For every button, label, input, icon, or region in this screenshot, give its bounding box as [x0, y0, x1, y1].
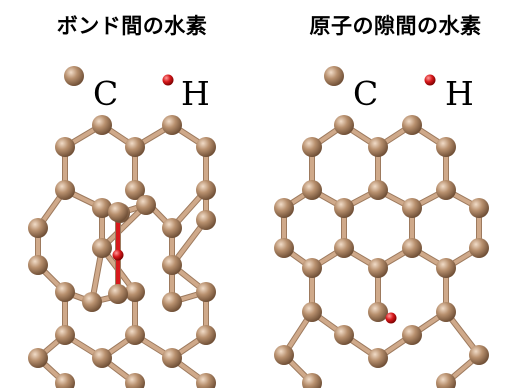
- carbon-atom: [196, 325, 216, 345]
- carbon-atom: [196, 373, 216, 388]
- panel-interstitial-hydrogen: 原子の隙間の水素 C H: [264, 0, 527, 388]
- carbon-atom: [125, 137, 145, 157]
- carbon-atom: [125, 282, 145, 302]
- carbon-atom: [368, 302, 388, 322]
- carbon-atom: [436, 137, 456, 157]
- panel-title: 原子の隙間の水素: [309, 14, 482, 38]
- carbon-atom: [469, 345, 489, 365]
- carbon-atom: [92, 238, 112, 258]
- carbon-atom: [162, 115, 182, 135]
- carbon-atom: [302, 258, 322, 278]
- carbon-atom: [125, 373, 145, 388]
- carbon-atom: [108, 202, 128, 222]
- carbon-lattice-diagram: [28, 66, 216, 388]
- carbon-atom: [196, 180, 216, 200]
- carbon-atom: [368, 348, 388, 368]
- carbon-lattice-diagram: [274, 66, 489, 388]
- carbon-atom: [28, 348, 48, 368]
- carbon-atom: [55, 180, 75, 200]
- legend-label-hydrogen: H: [445, 74, 474, 113]
- carbon-atom: [334, 325, 354, 345]
- carbon-atom: [162, 292, 182, 312]
- hydrogen-atom: [112, 249, 124, 261]
- carbon-atom: [302, 302, 322, 322]
- carbon-atom: [274, 198, 294, 218]
- carbon-atom: [55, 325, 75, 345]
- carbon-atom: [162, 255, 182, 275]
- carbon-atom: [402, 198, 422, 218]
- carbon-atom: [436, 258, 456, 278]
- legend-label-hydrogen: H: [181, 74, 210, 113]
- carbon-atom: [28, 255, 48, 275]
- legend-carbon-atom-icon: [324, 66, 344, 86]
- carbon-atom: [436, 302, 456, 322]
- carbon-atom: [302, 373, 322, 388]
- carbon-atom: [82, 292, 102, 312]
- legend-label-carbon: C: [93, 74, 119, 113]
- carbon-atom: [302, 137, 322, 157]
- carbon-atom: [92, 198, 112, 218]
- carbon-atom: [28, 218, 48, 238]
- carbon-atom: [196, 282, 216, 302]
- carbon-atom: [125, 325, 145, 345]
- carbon-atom: [55, 282, 75, 302]
- carbon-atom: [368, 137, 388, 157]
- panel-bond-centered-hydrogen: ボンド間の水素 C H: [28, 14, 216, 388]
- carbon-bond: [100, 203, 148, 250]
- legend-hydrogen-atom-icon: [162, 74, 174, 86]
- carbon-atom: [274, 345, 294, 365]
- carbon-atom: [402, 115, 422, 135]
- hydrogen-atom: [385, 312, 397, 324]
- carbon-atom: [368, 258, 388, 278]
- carbon-atom: [274, 238, 294, 258]
- carbon-atom: [334, 115, 354, 135]
- carbon-atom: [92, 115, 112, 135]
- carbon-atom: [436, 373, 456, 388]
- carbon-atom: [302, 180, 322, 200]
- legend-carbon-atom-icon: [64, 66, 84, 86]
- carbon-atom: [162, 218, 182, 238]
- carbon-atom: [402, 238, 422, 258]
- carbon-atom: [136, 195, 156, 215]
- carbon-atom: [469, 198, 489, 218]
- legend-hydrogen-atom-icon: [424, 74, 436, 86]
- carbon-atom: [334, 238, 354, 258]
- carbon-atom: [196, 210, 216, 230]
- carbon-atom: [162, 348, 182, 368]
- carbon-atom: [402, 325, 422, 345]
- carbon-atom: [436, 180, 456, 200]
- carbon-atom: [196, 137, 216, 157]
- carbon-atom: [108, 284, 128, 304]
- carbon-atom: [125, 180, 145, 200]
- panel-title: ボンド間の水素: [56, 14, 208, 38]
- carbon-atom: [55, 373, 75, 388]
- legend-label-carbon: C: [353, 74, 379, 113]
- carbon-atom: [334, 198, 354, 218]
- carbon-atom: [469, 238, 489, 258]
- carbon-atom: [55, 137, 75, 157]
- carbon-atom: [368, 180, 388, 200]
- carbon-atom: [92, 348, 112, 368]
